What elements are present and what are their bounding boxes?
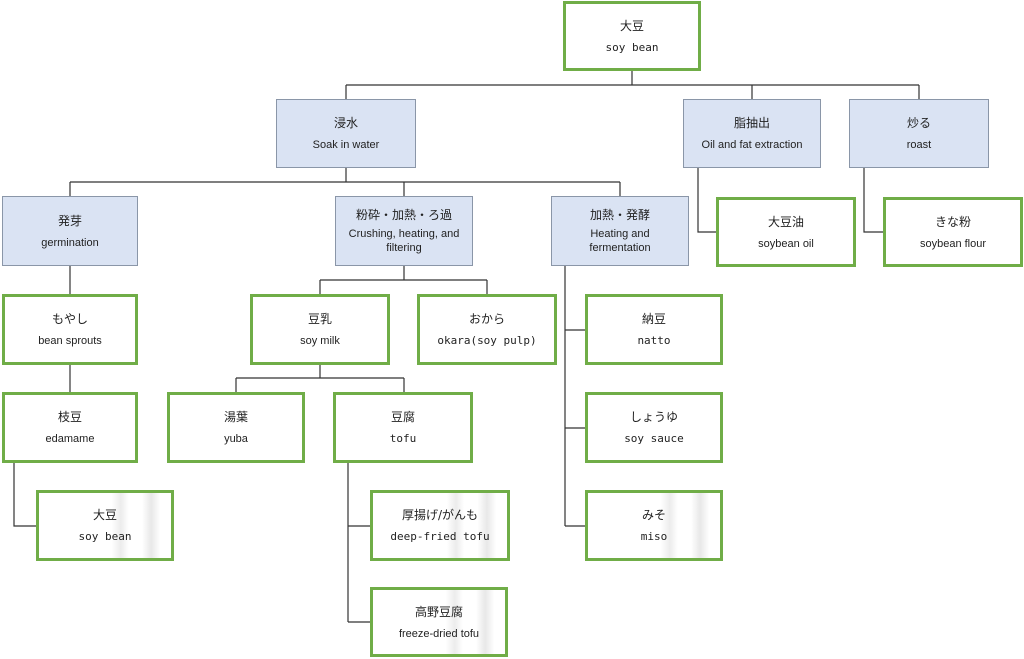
node-en-label: edamame [45, 433, 95, 445]
node-soybean-leaf: 大豆 soy bean [36, 490, 174, 561]
node-jp-label: 大豆 [92, 508, 117, 522]
node-okara: おから okara(soy pulp) [417, 294, 557, 365]
connector-crushing [319, 266, 488, 294]
node-jp-label: 厚揚げ/がんも [401, 508, 479, 522]
node-jp-label: 豆腐 [390, 410, 415, 424]
node-jp-label: 加熱・発酵 [589, 208, 650, 222]
node-oil-extraction: 脂抽出 Oil and fat extraction [683, 99, 821, 168]
node-yuba: 湯葉 yuba [167, 392, 305, 463]
node-en-label: natto [637, 334, 671, 347]
node-freeze-dried-tofu: 高野豆腐 freeze-dried tofu [370, 587, 508, 657]
node-en-label: soybean oil [758, 237, 814, 250]
node-en-label: roast [906, 139, 932, 151]
node-jp-label: 枝豆 [57, 410, 82, 424]
node-jp-label: 粉砕・加熱・ろ過 [355, 208, 452, 222]
node-bean-sprouts: もやし bean sprouts [2, 294, 138, 365]
node-edamame: 枝豆 edamame [2, 392, 138, 463]
node-jp-label: しょうゆ [629, 410, 678, 424]
node-jp-label: もやし [51, 312, 88, 326]
node-jp-label: 高野豆腐 [414, 604, 463, 619]
node-en-label: soy bean [78, 530, 132, 543]
node-en-label: soy sauce [624, 432, 684, 445]
node-jp-label: 豆乳 [307, 312, 332, 326]
node-jp-label: 大豆 [619, 18, 644, 33]
node-en-label: Heating and fermentation [589, 228, 651, 254]
node-en-label: freeze-dried tofu [398, 627, 480, 640]
connector-tofu [347, 463, 370, 623]
node-germination: 発芽 germination [2, 196, 138, 266]
node-jp-label: 浸水 [333, 116, 358, 130]
node-deep-fried-tofu: 厚揚げ/がんも deep-fried tofu [370, 490, 510, 561]
node-jp-label: きな粉 [934, 214, 971, 229]
connector-root [345, 71, 920, 99]
node-en-label: yuba [224, 433, 248, 445]
node-en-label: bean sprouts [38, 335, 102, 347]
node-tofu: 豆腐 tofu [333, 392, 473, 463]
node-crushing-heating-filtering: 粉砕・加熱・ろ過 Crushing, heating, and filterin… [335, 196, 473, 266]
node-soybean-oil: 大豆油 soybean oil [716, 197, 856, 267]
node-roast: 炒る roast [849, 99, 989, 168]
connector-oil [697, 168, 716, 233]
connector-roast [863, 168, 883, 233]
node-jp-label: おから [468, 312, 505, 326]
node-soybean-flour: きな粉 soybean flour [883, 197, 1023, 267]
node-jp-label: 納豆 [641, 312, 666, 326]
connector-soymilk [235, 365, 405, 392]
node-en-label: okara(soy pulp) [437, 334, 537, 347]
node-en-label: Oil and fat extraction [701, 139, 803, 151]
node-jp-label: 脂抽出 [733, 116, 770, 130]
node-en-label: soy milk [300, 335, 340, 347]
node-heating-fermentation: 加熱・発酵 Heating and fermentation [551, 196, 689, 266]
connector-ferment [564, 266, 585, 527]
node-miso: みそ miso [585, 490, 723, 561]
node-en-label: Soak in water [312, 139, 380, 151]
node-jp-label: 炒る [906, 116, 931, 130]
node-jp-label: 大豆油 [767, 214, 804, 229]
node-soybean-root: 大豆 soy bean [563, 1, 701, 71]
node-jp-label: みそ [641, 508, 666, 522]
node-soy-sauce: しょうゆ soy sauce [585, 392, 723, 463]
node-jp-label: 湯葉 [223, 410, 248, 424]
node-en-label: soybean flour [919, 237, 987, 250]
node-natto: 納豆 natto [585, 294, 723, 365]
node-en-label: miso [640, 530, 668, 543]
node-en-label: tofu [389, 432, 417, 445]
node-jp-label: 発芽 [57, 213, 82, 228]
node-en-label: deep-fried tofu [390, 530, 490, 543]
connector-edamame [13, 463, 36, 527]
node-soy-milk: 豆乳 soy milk [250, 294, 390, 365]
node-en-label: germination [41, 236, 99, 249]
node-soak-in-water: 浸水 Soak in water [276, 99, 416, 168]
node-en-label: Crushing, heating, and filtering [348, 228, 460, 254]
connector-soak [69, 168, 621, 196]
node-en-label: soy bean [605, 40, 659, 54]
